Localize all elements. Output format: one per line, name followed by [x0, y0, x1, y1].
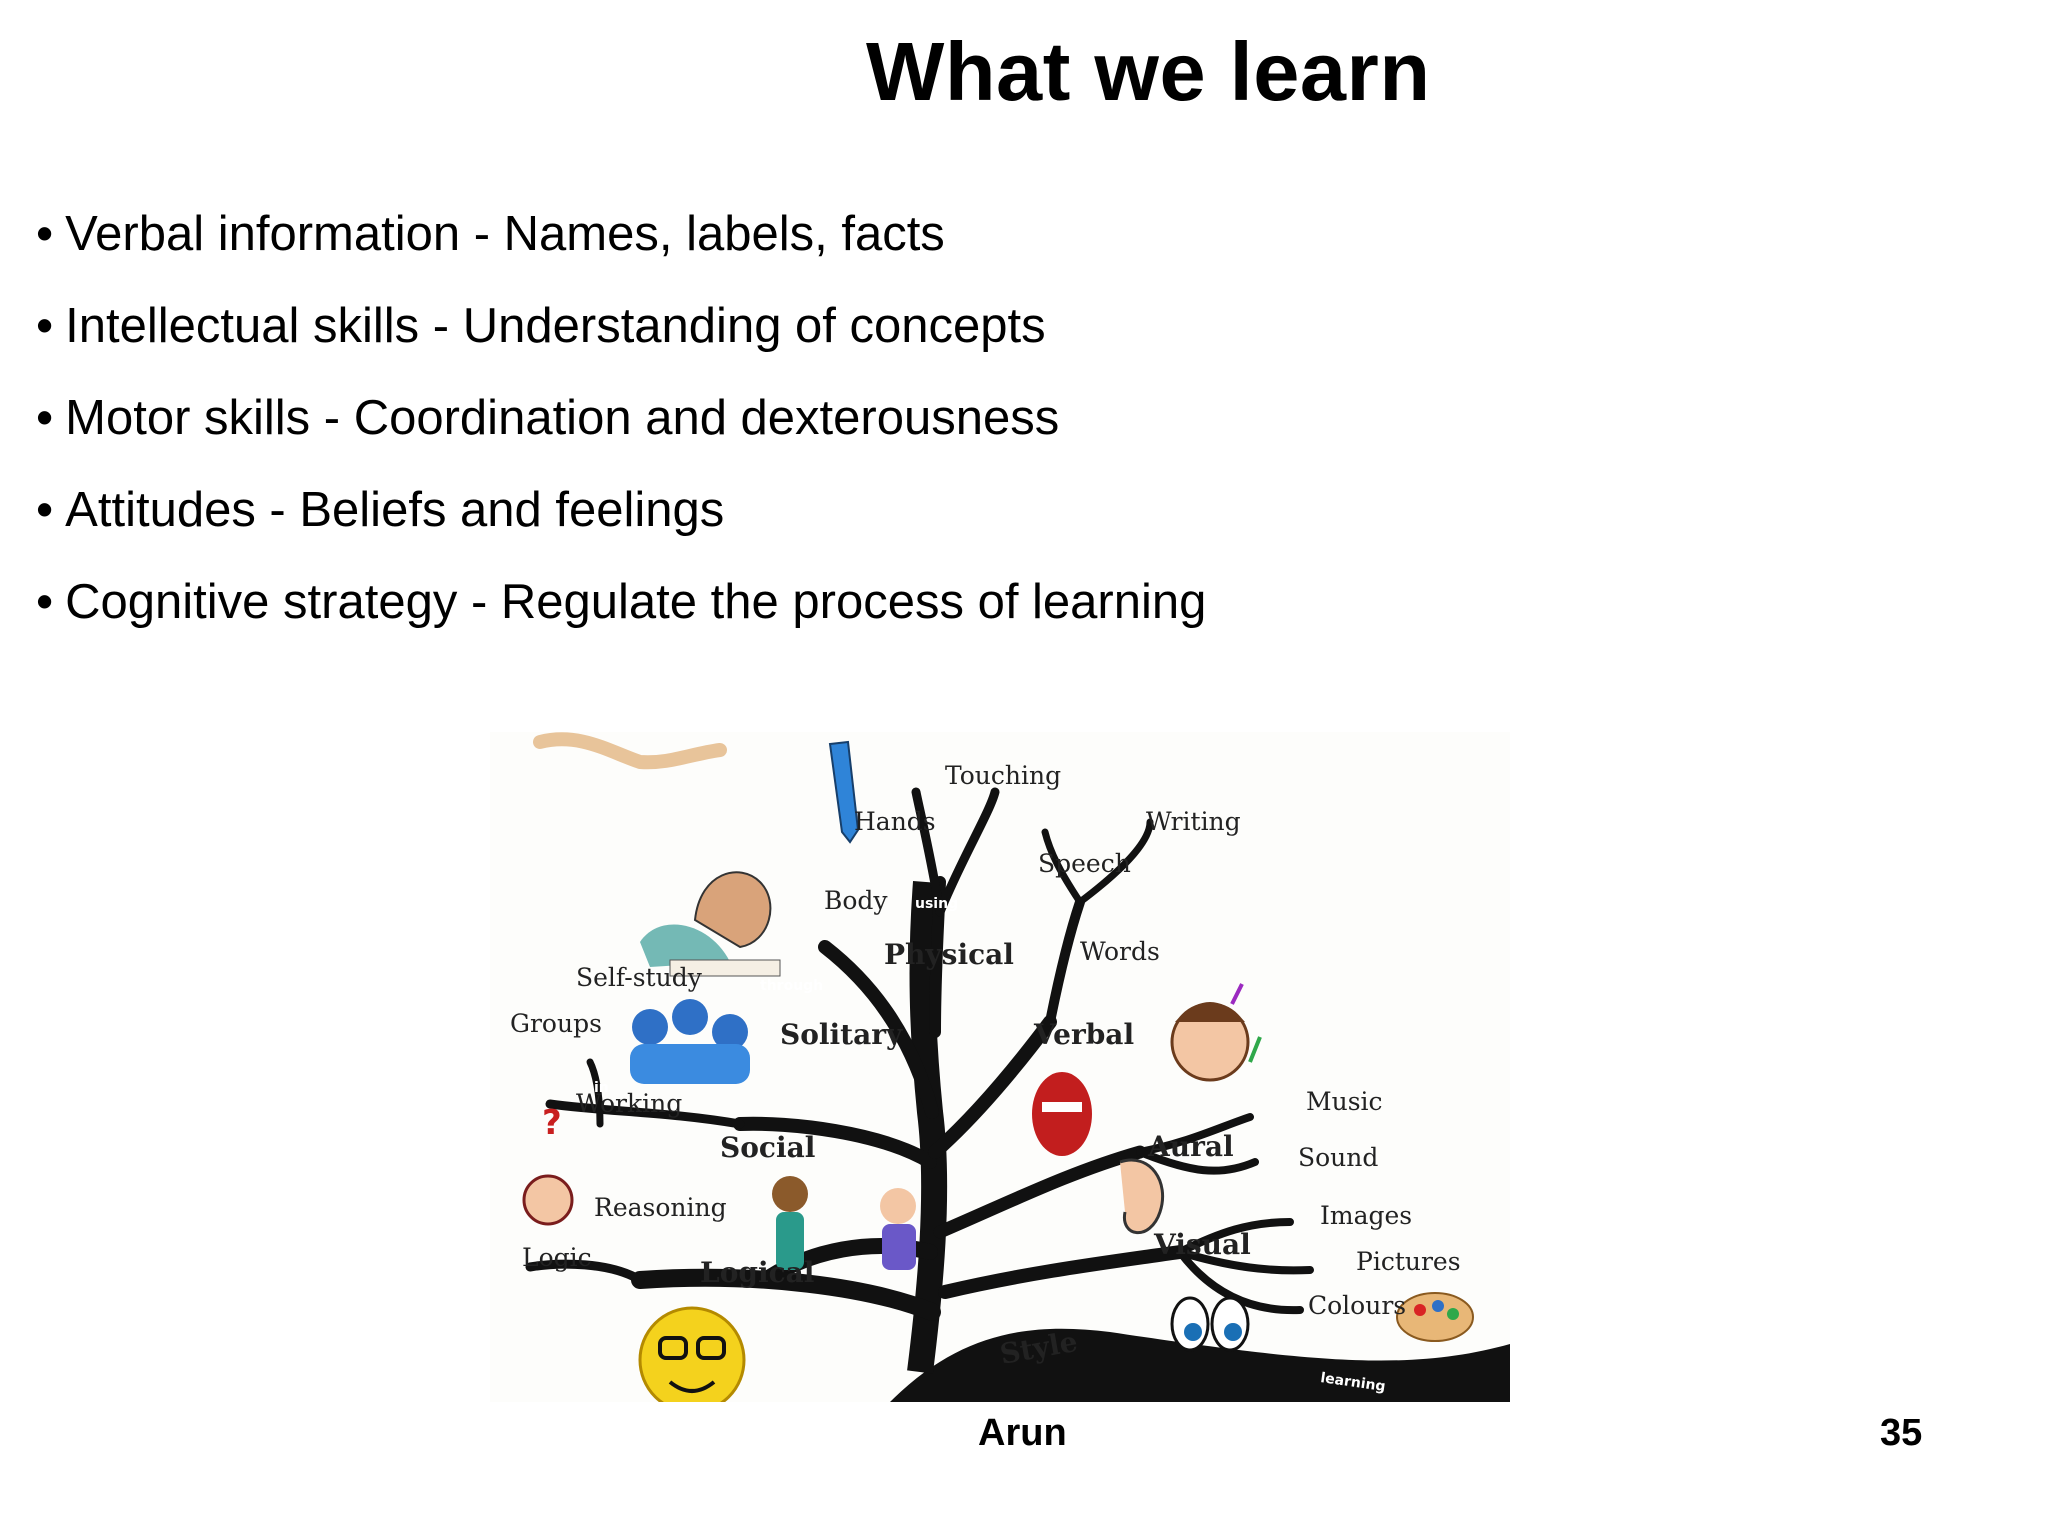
- thinking-person-icon: [522, 1174, 574, 1226]
- student-reading-icon: [693, 871, 772, 949]
- footer-author: Arun: [978, 1412, 1067, 1454]
- bullet-item: •Motor skills - Coordination and dextero…: [36, 391, 1060, 445]
- physical-label: Physical: [884, 938, 1014, 971]
- body-label: Body: [824, 886, 888, 915]
- writing-label: Writing: [1146, 807, 1241, 836]
- smiley-face-icon: [638, 1306, 746, 1402]
- visual-label: Visual: [1153, 1228, 1251, 1261]
- mouth-icon: [1032, 1072, 1092, 1156]
- using-label: using: [915, 896, 958, 912]
- palette-icon: [1396, 1292, 1474, 1342]
- group-people-icon: [630, 999, 750, 1084]
- logic-label: Logic: [522, 1243, 592, 1272]
- conversation-people-icon: [772, 1176, 916, 1270]
- bullet-list: •Verbal information - Names, labels, fac…: [36, 210, 1206, 670]
- colours-label: Colours: [1308, 1291, 1406, 1320]
- working-label: Working: [576, 1089, 682, 1118]
- groups-label: Groups: [510, 1009, 602, 1038]
- bullet-item: •Verbal information - Names, labels, fac…: [36, 207, 945, 261]
- touching-label: Touching: [945, 761, 1061, 790]
- pencil-icon: [828, 740, 860, 844]
- page-number: 35: [1880, 1412, 1923, 1454]
- music-label: Music: [1306, 1087, 1383, 1116]
- logical-label: Logical: [700, 1256, 814, 1289]
- hands-label: Hands: [854, 807, 936, 836]
- through-label: through: [760, 978, 823, 994]
- bullet-item: •Attitudes - Beliefs and feelings: [36, 483, 725, 537]
- pictures-label: Pictures: [1356, 1247, 1461, 1276]
- social-label: Social: [720, 1131, 815, 1164]
- slide-title: What we learn: [866, 25, 1431, 118]
- learning-style-tree-diagram: ? Touching Hands Writing Speech Body Phy…: [490, 732, 1510, 1402]
- solitary-label: Solitary: [780, 1018, 903, 1051]
- verbal-label: Verbal: [1033, 1018, 1134, 1051]
- images-label: Images: [1320, 1201, 1412, 1230]
- hands-touching-icon: [533, 732, 727, 770]
- bullet-item: •Intellectual skills - Understanding of …: [36, 299, 1046, 353]
- svg-text:?: ?: [542, 1103, 562, 1143]
- aural-label: Aural: [1147, 1130, 1234, 1163]
- self-study-label: Self-study: [576, 963, 703, 992]
- learning-root-branch: [890, 1328, 1510, 1402]
- in-label: in: [594, 1080, 609, 1096]
- bullet-item: •Cognitive strategy - Regulate the proce…: [36, 575, 1207, 629]
- speech-label: Speech: [1038, 849, 1131, 878]
- reasoning-label: Reasoning: [594, 1193, 727, 1222]
- words-label: Words: [1080, 937, 1160, 966]
- ear-icon: [1119, 1158, 1165, 1235]
- sound-label: Sound: [1298, 1143, 1378, 1172]
